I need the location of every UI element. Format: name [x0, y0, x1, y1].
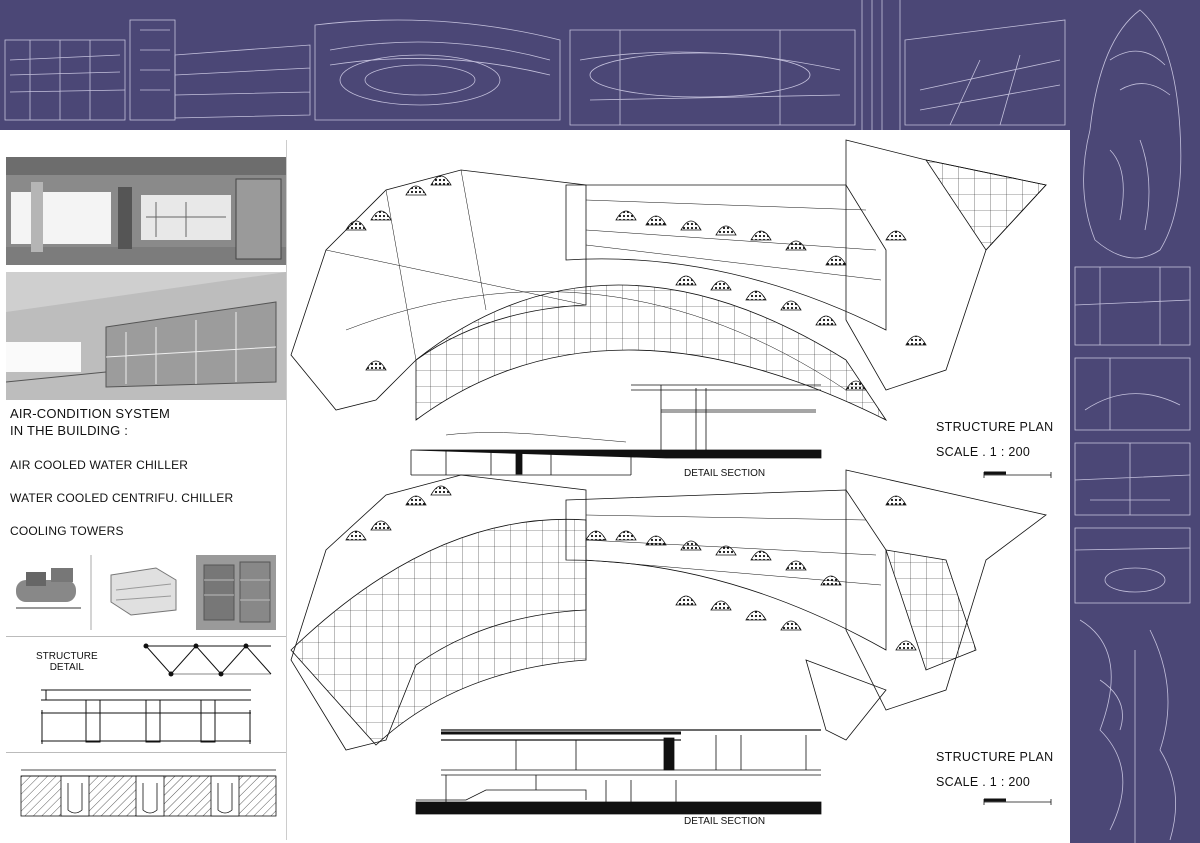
- ac-item-water-cooled: WATER COOLED CENTRIFU. CHILLER: [10, 491, 234, 505]
- ac-heading-line-1: AIR-CONDITION SYSTEM: [10, 406, 171, 421]
- structure-plan-scale-2: SCALE . 1 : 200: [936, 775, 1031, 789]
- air-cooled-chiller-photo: [110, 567, 177, 616]
- detail-section-1-drawing: [410, 384, 822, 476]
- chiller-photo: [16, 568, 81, 609]
- ac-item-air-cooled: AIR COOLED WATER CHILLER: [10, 458, 189, 472]
- detail-section-label-2: DETAIL SECTION: [684, 816, 766, 827]
- structure-detail-line-1: STRUCTURE: [36, 651, 98, 662]
- hatched-slab-section: [6, 758, 286, 828]
- ac-heading-line-2: IN THE BUILDING :: [10, 423, 129, 438]
- left-panel: AIR-CONDITION SYSTEM IN THE BUILDING : A…: [6, 140, 287, 840]
- scale-bar-2: [983, 798, 1052, 805]
- structure-plan-2: [290, 469, 1047, 751]
- interior-render-2: [6, 272, 286, 400]
- equipment-photos: [6, 550, 286, 635]
- top-banner-renderings: [0, 0, 1200, 130]
- detail-section-label-1: DETAIL SECTION: [684, 468, 766, 479]
- separator-1: [6, 636, 286, 637]
- detail-section-2-drawing: [415, 729, 822, 815]
- scale-bar-1: [983, 471, 1052, 478]
- interior-render-1: [6, 157, 286, 265]
- separator-2: [6, 752, 286, 753]
- ac-item-cooling-towers: COOLING TOWERS: [10, 524, 124, 538]
- structure-plan-title-1: STRUCTURE PLAN: [936, 420, 1054, 434]
- structure-detail-label: STRUCTURE DETAIL: [36, 651, 98, 673]
- structure-plan-1: [290, 139, 1047, 422]
- structure-detail-drawing: [6, 638, 286, 748]
- structure-plan-title-2: STRUCTURE PLAN: [936, 750, 1054, 764]
- cooling-tower-photo: [196, 555, 276, 630]
- right-column-sketches: [1070, 130, 1200, 843]
- main-drawing-area: DETAIL SECTION STRUCTURE PLAN SCALE . 1 …: [286, 130, 1070, 843]
- ac-system-heading: AIR-CONDITION SYSTEM IN THE BUILDING :: [10, 405, 170, 439]
- structure-detail-line-2: DETAIL: [49, 662, 84, 673]
- structure-plan-scale-1: SCALE . 1 : 200: [936, 445, 1031, 459]
